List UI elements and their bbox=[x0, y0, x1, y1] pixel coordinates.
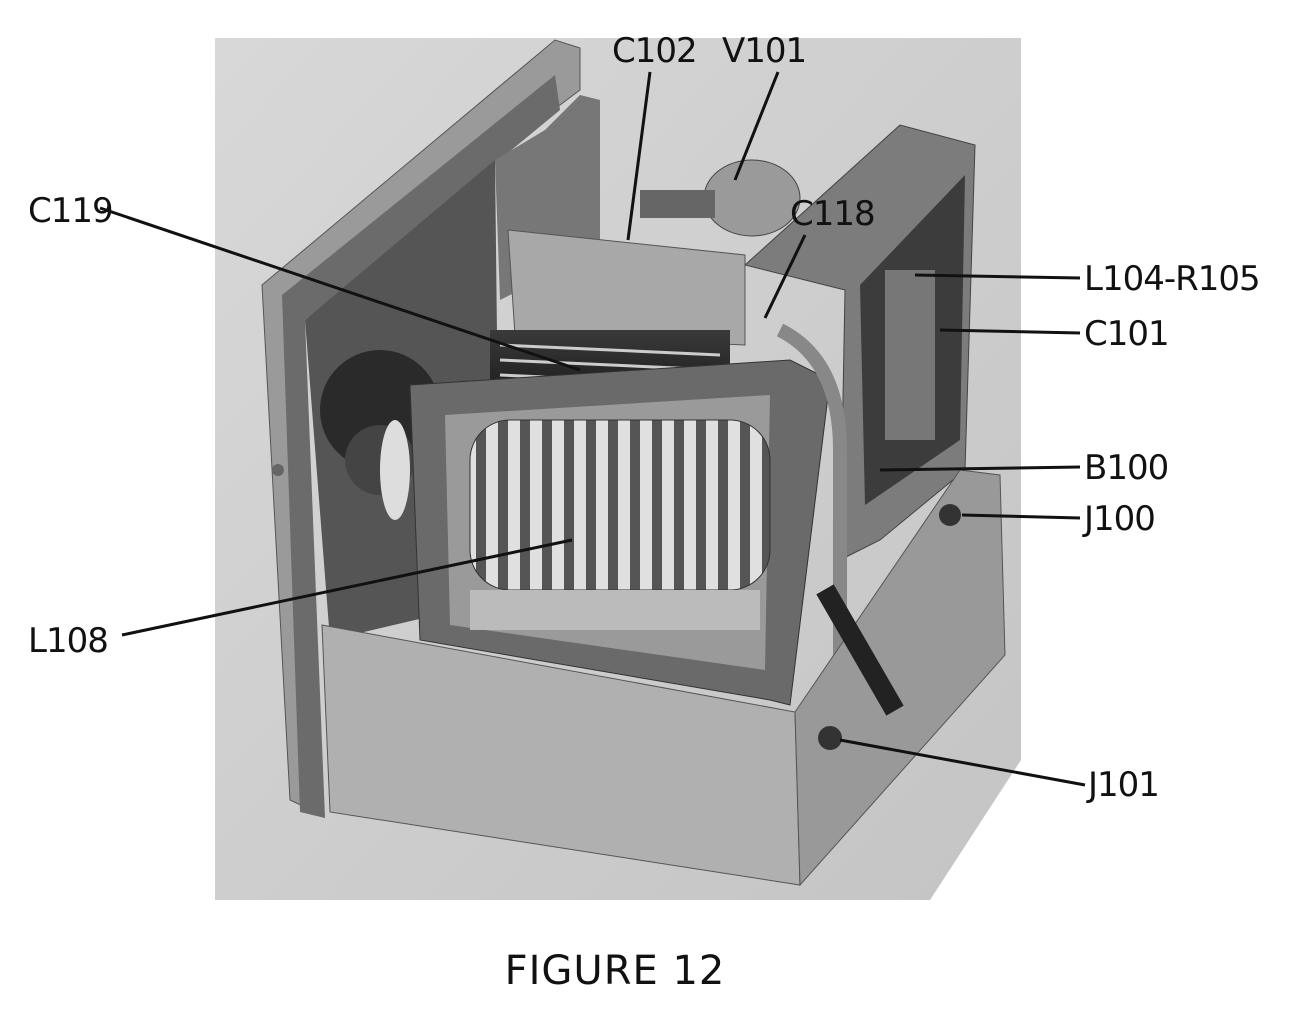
label-v101: V101 bbox=[722, 31, 806, 71]
chassis-right-side bbox=[794, 469, 1006, 887]
leader-c101 bbox=[939, 328, 1081, 335]
label-c102: C102 bbox=[612, 31, 697, 71]
label-j100: J100 bbox=[1082, 499, 1155, 539]
leader-c102 bbox=[626, 71, 652, 241]
label-c119: C119 bbox=[28, 191, 113, 231]
capacitor-c102-plate bbox=[507, 229, 746, 346]
leader-j101 bbox=[839, 738, 1086, 787]
label-c118: C118 bbox=[790, 194, 875, 234]
label-b100: B100 bbox=[1084, 448, 1168, 488]
tube-v101 bbox=[703, 159, 801, 237]
label-l104r105: L104-R105 bbox=[1084, 259, 1260, 299]
gear-assembly bbox=[320, 350, 440, 470]
leader-v101 bbox=[733, 71, 780, 181]
leader-l108 bbox=[121, 538, 573, 637]
leader-l104r105 bbox=[914, 273, 1081, 280]
leader-c118 bbox=[763, 234, 807, 319]
connector-j100 bbox=[939, 504, 961, 526]
leader-j100 bbox=[961, 513, 1081, 520]
label-l108: L108 bbox=[28, 621, 108, 661]
leader-b100 bbox=[879, 465, 1081, 472]
figure-caption: FIGURE 12 bbox=[504, 948, 726, 994]
coil-l108 bbox=[469, 419, 771, 591]
label-c101: C101 bbox=[1084, 314, 1169, 354]
connector-j101 bbox=[818, 726, 842, 750]
leader-c119 bbox=[99, 206, 581, 372]
label-j101: J101 bbox=[1086, 765, 1159, 805]
